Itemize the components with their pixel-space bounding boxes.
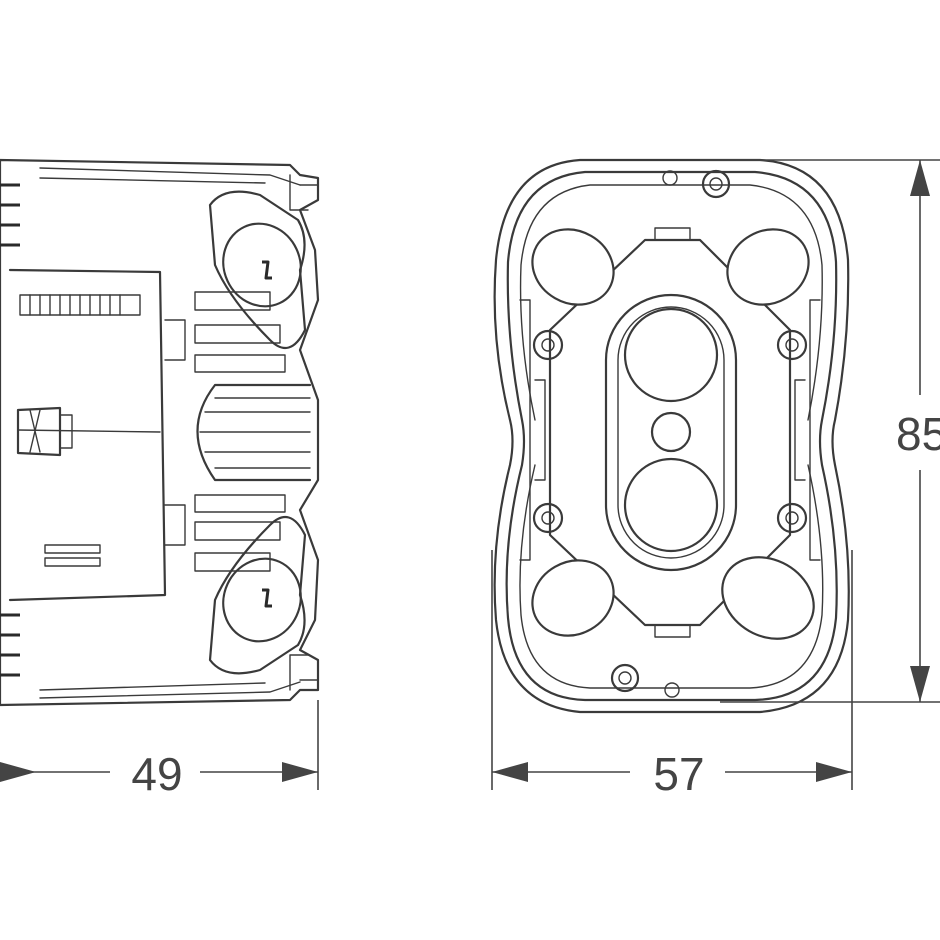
side-view-bottom-lug [208, 515, 307, 675]
side-view-slots [44, 544, 101, 567]
side-view [0, 158, 320, 707]
side-view-connector [16, 406, 62, 457]
front-view-inner-outline [505, 170, 838, 702]
front-view-center-hole [650, 411, 692, 453]
side-view-cylinder [196, 383, 312, 482]
front-view-knockout-bottom-right [721, 556, 815, 640]
side-view-clips [289, 174, 319, 691]
front-view-side-rails [519, 299, 821, 561]
front-view-outer-outline [493, 158, 850, 714]
front-view-knockout-top-left [531, 228, 615, 306]
width-dimension: 57 [491, 550, 853, 800]
height-dimension: 85 [700, 159, 940, 703]
front-view-center-plate [604, 293, 738, 572]
width-dimension-label: 57 [653, 748, 704, 800]
depth-dimension: 49 [0, 700, 319, 800]
side-view-mechanism-box [8, 268, 167, 602]
front-view [493, 158, 850, 714]
front-view-lower-knockout [623, 457, 719, 553]
front-view-knockout-top-right [726, 228, 810, 306]
side-view-left-teeth [0, 183, 20, 677]
front-view-upper-knockout [623, 307, 719, 403]
side-view-top-lug [208, 190, 307, 350]
front-view-screw-bosses [532, 169, 808, 698]
side-view-fins [164, 291, 286, 572]
front-view-knockout-bottom-left [531, 559, 615, 637]
height-dimension-label: 85 [896, 408, 940, 460]
depth-dimension-label: 49 [131, 748, 182, 800]
